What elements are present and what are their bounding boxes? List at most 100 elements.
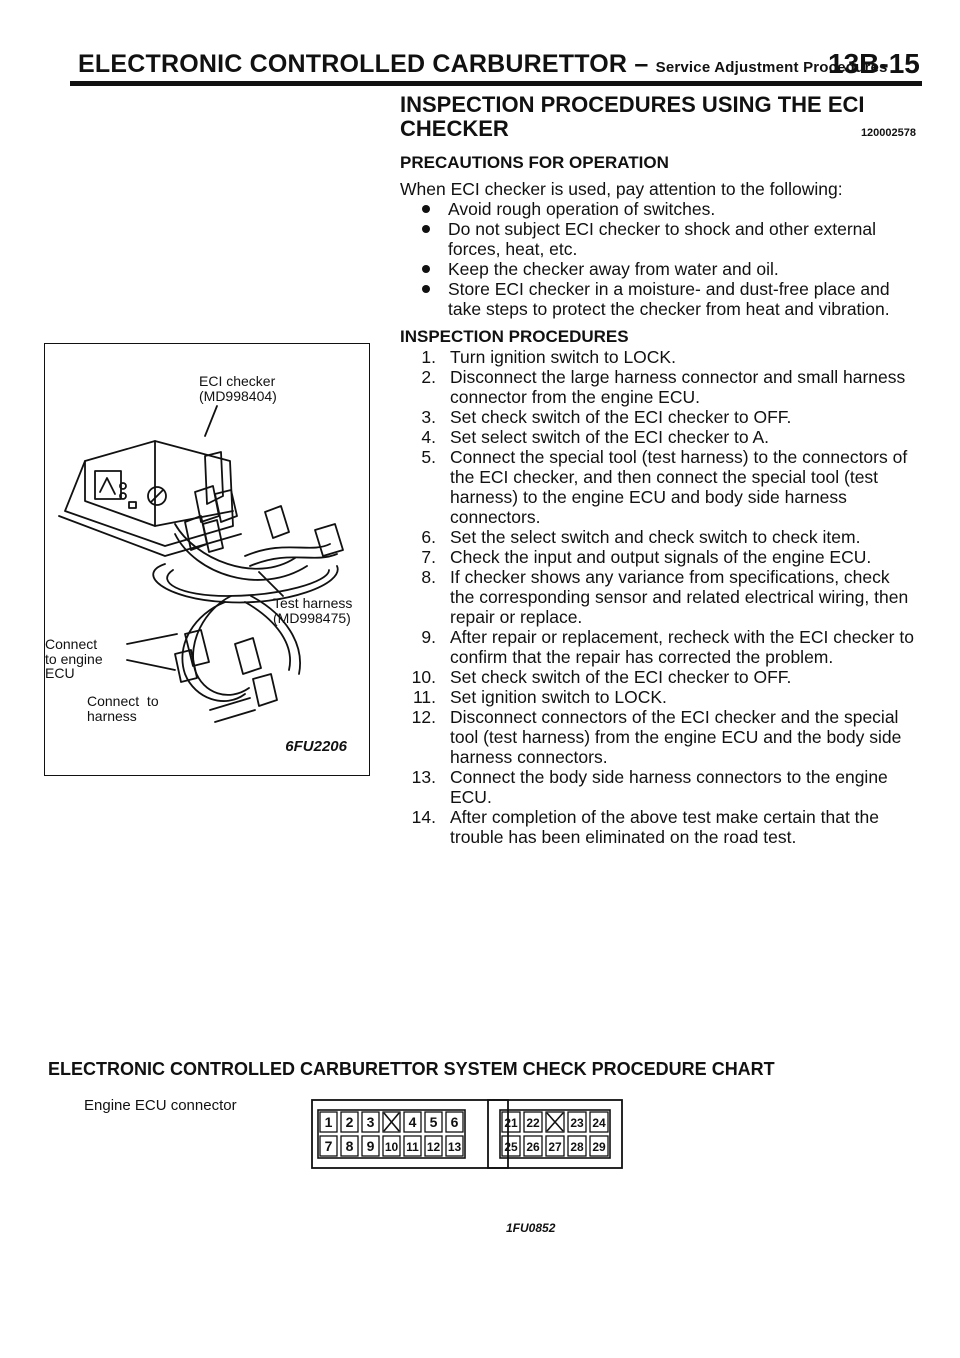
precaution-text: Avoid rough operation of switches. (448, 199, 716, 219)
step-text: Set the select switch and check switch t… (450, 527, 861, 547)
step-number: 6. (421, 527, 436, 547)
connector-pin-number: 26 (526, 1140, 540, 1154)
ecu-label-3: ECU (45, 665, 75, 681)
connector-pin-number: 9 (367, 1138, 375, 1154)
eci-checker-figure: ECI checker (MD998404) Test harness (MD9… (44, 343, 370, 776)
step-text: Set check switch of the ECI checker to O… (450, 667, 792, 687)
connector-pin-number: 3 (367, 1114, 375, 1130)
precaution-item: Keep the checker away from water and oil… (400, 259, 916, 279)
page-header-title: ELECTRONIC CONTROLLED CARBURETTOR – Serv… (78, 50, 888, 79)
connector-pin-cell (589, 1111, 609, 1133)
connector-pin-cell (501, 1135, 521, 1157)
step-number: 1. (421, 347, 436, 367)
step-text: Disconnect connectors of the ECI checker… (450, 707, 902, 767)
left-connector-outer (311, 1099, 509, 1169)
precaution-item: Store ECI checker in a moisture- and dus… (400, 279, 916, 319)
connector-pin-cell (545, 1111, 565, 1133)
connector-pin-number: 1 (325, 1114, 333, 1130)
connector-pin-cell (319, 1111, 338, 1133)
precaution-text: Keep the checker away from water and oil… (448, 259, 779, 279)
connector-pin-cell (382, 1135, 401, 1157)
procedure-step: 13.Connect the body side harness connect… (400, 767, 916, 807)
connector-pin-number: 5 (430, 1114, 438, 1130)
step-text: Set select switch of the ECI checker to … (450, 427, 770, 447)
header-rule (70, 81, 922, 86)
step-text: Check the input and output signals of th… (450, 547, 872, 567)
procedure-step: 9.After repair or replacement, recheck w… (400, 627, 916, 667)
right-connector-outer (487, 1099, 623, 1169)
precautions-heading: PRECAUTIONS FOR OPERATION (400, 153, 669, 172)
bullet-dot-icon (422, 225, 430, 233)
connector-pin-cell (445, 1135, 464, 1157)
connector-pin-cell (567, 1135, 587, 1157)
header-main-title: ELECTRONIC CONTROLLED CARBURETTOR (78, 50, 628, 78)
harness-label-1: Test harness (273, 595, 353, 611)
connector-pin-number: 6 (451, 1114, 459, 1130)
connector-pin-number: 25 (504, 1140, 518, 1154)
ecu-label-1: Connect (45, 636, 98, 652)
right-column: INSPECTION PROCEDURES USING THE ECI CHEC… (400, 93, 916, 848)
precautions-intro: When ECI checker is used, pay attention … (400, 179, 843, 199)
connector-pin-number: 8 (346, 1138, 354, 1154)
section-title-line1: INSPECTION PROCEDURES USING THE ECI (400, 92, 865, 117)
checker-label-2: (MD998404) (199, 388, 277, 404)
section-title-line2-row: CHECKER 120002578 (400, 117, 916, 145)
step-number: 4. (421, 427, 436, 447)
step-number: 12. (411, 707, 436, 727)
section-title: INSPECTION PROCEDURES USING THE ECI CHEC… (400, 93, 916, 145)
connector-pin-number: 13 (448, 1140, 462, 1154)
step-number: 5. (421, 447, 436, 467)
connector-pin-number: 10 (385, 1140, 399, 1154)
step-number: 7. (421, 547, 436, 567)
step-text: Turn ignition switch to LOCK. (450, 347, 676, 367)
connector-pin-number: 28 (570, 1140, 584, 1154)
section-code: 120002578 (860, 127, 916, 139)
step-text: After repair or replacement, recheck wit… (450, 627, 914, 667)
bullet-dot-icon (422, 285, 430, 293)
procedure-step: 8.If checker shows any variance from spe… (400, 567, 916, 627)
chart-title: ELECTRONIC CONTROLLED CARBURETTOR SYSTEM… (48, 1059, 775, 1079)
harness-connect-label-2: harness (87, 708, 137, 724)
connector-pin-number: 4 (409, 1114, 417, 1130)
connector-pin-number: 11 (406, 1140, 419, 1154)
step-text: Connect the body side harness connectors… (450, 767, 888, 807)
step-number: 2. (421, 367, 436, 387)
ecu-label-2: to engine (45, 651, 103, 667)
bullet-dot-icon (422, 205, 430, 213)
step-text: After completion of the above test make … (450, 807, 879, 847)
step-number: 11. (412, 687, 436, 707)
precaution-item: Do not subject ECI checker to shock and … (400, 219, 916, 259)
section-title-line2: CHECKER (400, 116, 509, 141)
procedure-step: 6. Set the select switch and check switch… (400, 527, 916, 547)
connector-pin-cell (361, 1111, 380, 1133)
header-dash: – (634, 50, 649, 78)
connector-pin-cell (403, 1111, 422, 1133)
procedure-step: 10. Set check switch of the ECI checker t… (400, 667, 916, 687)
procedure-step: 3.Set check switch of the ECI checker to… (400, 407, 916, 427)
bullet-dot-icon (422, 265, 430, 273)
connector-inner-frame (499, 1109, 611, 1159)
connector-pin-cell (501, 1111, 521, 1133)
connector-pin-cell (340, 1111, 359, 1133)
connector-pin-cell (545, 1135, 565, 1157)
page-number: 13B-15 (828, 48, 920, 79)
procedure-step: 1. Turn ignition switch to LOCK. (400, 347, 916, 367)
connector-pin-cell (523, 1135, 543, 1157)
step-number: 10. (411, 667, 436, 687)
connector-pin-cell (424, 1135, 443, 1157)
connector-pin-cell (340, 1135, 359, 1157)
checker-label-1: ECI checker (199, 373, 276, 389)
procedure-step: 14.After completion of the above test ma… (400, 807, 916, 847)
procedure-step: 4. Set select switch of the ECI checker t… (400, 427, 916, 447)
connector-pin-number: 7 (325, 1138, 333, 1154)
step-text: Connect the special tool (test harness) … (450, 447, 908, 527)
procedures-list: 1. Turn ignition switch to LOCK. 2. Discon… (400, 347, 916, 847)
precautions-list: Avoid rough operation of switches. Do no… (400, 199, 916, 319)
connector-pin-cell (382, 1111, 401, 1133)
precaution-text: Store ECI checker in a moisture- and dus… (448, 279, 890, 319)
blank-pin-cross-icon (546, 1112, 564, 1132)
connector-pin-number: 27 (548, 1140, 562, 1154)
procedure-step: 5. Connect the special tool (test harness… (400, 447, 916, 527)
connector-pin-cell (523, 1111, 543, 1133)
